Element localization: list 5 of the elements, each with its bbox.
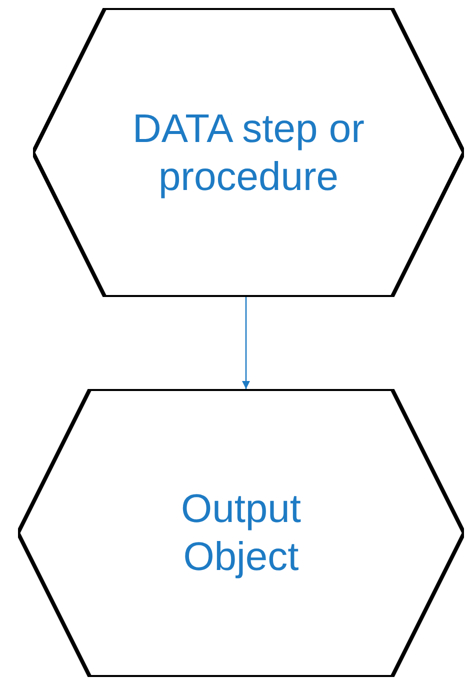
node-label: Output Object (180, 486, 302, 581)
arrow (242, 297, 250, 389)
process-hexagon (33, 8, 464, 297)
node-label: DATA step or procedure (132, 106, 366, 200)
process-hexagon (18, 389, 464, 677)
